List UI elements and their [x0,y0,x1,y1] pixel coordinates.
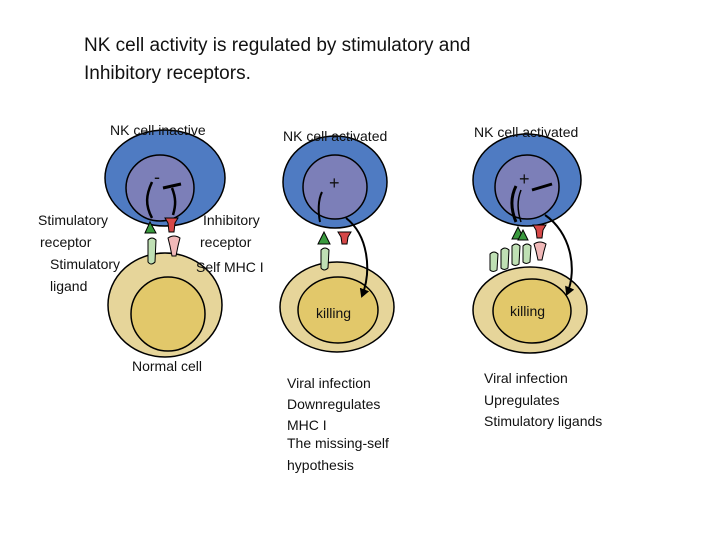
inhibition-bar-3 [531,182,553,192]
panel-stress-induced [472,133,588,354]
normal-cell-label: Normal cell [132,358,203,374]
inhibitory-receptor-label-2: receptor [200,234,252,250]
self-mhc-label: Self MHC I [196,259,264,275]
stim-signal-line [145,181,154,219]
stimulatory-receptor [144,220,157,234]
stimulatory-receptor-label-1: Stimulatory [38,212,109,228]
stimulatory-receptor-label-2: receptor [40,234,92,250]
infected-cell-inner-3 [492,278,572,344]
panel-inactive [104,129,226,358]
inhibitory-receptor-3 [532,224,547,239]
stimulatory-ligand-label-2: ligand [50,278,88,294]
panel3-caption-1: Viral infection [484,370,568,386]
inhib-signal-line [170,187,177,216]
panel-missing-self [279,135,395,353]
activation-signal-line-2 [317,191,323,223]
panel2-caption-4: The missing-self [287,435,389,451]
nk-label-activated-3: NK cell activated [474,124,579,140]
sign-inactive: - [154,167,160,187]
stimulatory-ligand-3a [489,251,499,272]
title-line-2: Inhibitory receptors. [84,63,251,84]
self-mhc-3 [533,241,547,261]
stimulatory-ligand-2 [320,247,330,271]
panel2-caption-2: Downregulates [287,396,381,412]
nk-label-inactive: NK cell inactive [110,122,206,138]
inhibitory-receptor [164,217,179,233]
self-mhc [167,235,181,257]
nk-label-activated-2: NK cell activated [283,128,388,144]
panel2-caption-5: hypothesis [287,457,354,473]
killing-arrow-3 [544,214,575,296]
killing-label-3: killing [510,303,546,319]
activation-signal-line-3 [510,185,518,223]
stimulatory-ligand-3d [522,243,532,264]
panel3-caption-3: Stimulatory ligands [484,413,603,429]
stimulatory-ligand-label-1: Stimulatory [50,256,121,272]
nk-nucleus-inactive [125,154,195,222]
killing-arrow-2 [345,217,370,298]
killing-label-2: killing [316,305,352,321]
panel2-caption-3: MHC I [287,417,327,433]
stimulatory-ligand [147,237,157,265]
infected-cell-inner-2 [297,276,379,344]
inhibition-bar [162,182,182,190]
stimulatory-ligand-3b [500,247,510,270]
title-line-1: NK cell activity is regulated by stimula… [84,35,471,56]
sign-activated-3: + [519,169,530,189]
activation-signal-line-3b [517,189,522,223]
sign-activated-2: + [329,173,340,193]
panel2-caption-1: Viral infection [287,375,371,391]
stimulatory-receptor-3b [517,228,529,241]
inhibitory-receptor-2 [337,231,352,245]
stimulatory-ligand-3c [511,243,521,266]
stimulatory-receptor-2 [317,230,331,245]
inhibitory-receptor-label-1: Inhibitory [203,212,260,228]
panel3-caption-2: Upregulates [484,392,560,408]
normal-cell-inner [130,276,206,352]
